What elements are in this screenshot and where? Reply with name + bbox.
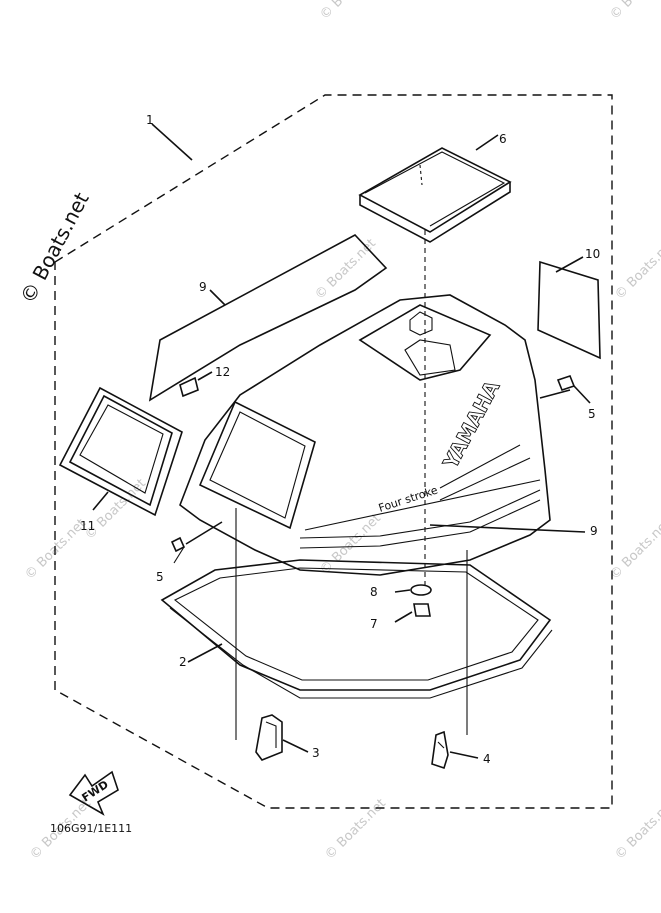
callouts: 1 6 10 9 12 5 11 9 5 8 7 2 3 4 xyxy=(80,113,600,766)
leader-line xyxy=(429,524,586,533)
callout-7: 7 xyxy=(370,617,378,631)
watermark-main: © Boats.net xyxy=(15,188,94,307)
bracket-right-part xyxy=(431,730,479,770)
top-cowling-part: YAMAHA Four stroke xyxy=(179,294,571,576)
watermark: © Boats.net xyxy=(322,796,389,863)
watermark: © Boats.net xyxy=(312,236,379,303)
callout-6: 6 xyxy=(499,132,507,146)
small-label-part xyxy=(179,371,213,398)
screw-left-part xyxy=(170,521,223,564)
watermark: © Boats.net xyxy=(317,511,384,578)
watermark: © Boats.net xyxy=(317,0,384,23)
side-label-part xyxy=(537,256,601,360)
callout-11: 11 xyxy=(80,519,95,533)
screw-right-part xyxy=(556,375,591,404)
watermark-layer: © Boats.net © Boats.net © Boats.net © Bo… xyxy=(15,0,661,863)
watermark: © Boats.net xyxy=(612,796,661,863)
diagram-code: 106G91/1E111 xyxy=(50,822,132,835)
callout-8: 8 xyxy=(370,585,378,599)
callout-5: 5 xyxy=(588,407,596,421)
callout-1: 1 xyxy=(146,113,154,127)
watermark: © Boats.net xyxy=(607,0,661,23)
callout-5: 5 xyxy=(156,570,164,584)
decal-strip-upper-part xyxy=(148,234,388,402)
callout-9: 9 xyxy=(199,280,207,294)
window-frame-part xyxy=(58,386,183,517)
nut-part xyxy=(394,603,431,623)
top-lid-part xyxy=(358,134,512,243)
callout-3: 3 xyxy=(312,746,320,760)
bottom-seal-part xyxy=(160,559,553,699)
fwd-label: FWD xyxy=(80,778,111,805)
model-logo: Four stroke xyxy=(377,483,440,514)
watermark: © Boats.net xyxy=(607,516,661,583)
callout-9: 9 xyxy=(590,524,598,538)
assembly-boundary xyxy=(54,94,613,809)
bracket-left-part xyxy=(255,714,309,761)
callout-2: 2 xyxy=(179,655,187,669)
washer-part xyxy=(394,584,432,596)
watermark: © Boats.net xyxy=(612,236,661,303)
leader-line xyxy=(151,123,193,161)
callout-12: 12 xyxy=(215,365,230,379)
callout-4: 4 xyxy=(483,752,491,766)
callout-10: 10 xyxy=(585,247,600,261)
